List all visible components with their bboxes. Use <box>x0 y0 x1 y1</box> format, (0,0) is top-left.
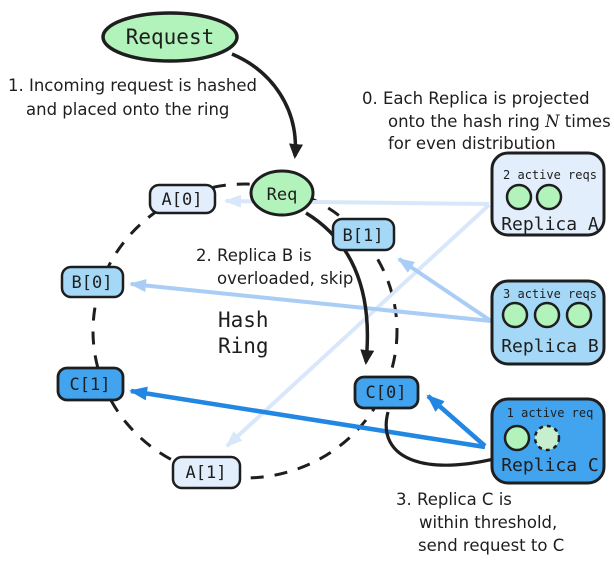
ring-node-a1-label: A[1] <box>186 463 227 483</box>
ring-node-c0-box <box>353 375 420 410</box>
note2-line1: 2. Replica B is <box>196 246 312 265</box>
arrow-replica-a-to-a1 <box>225 203 491 448</box>
active-request-dot <box>501 301 529 329</box>
req-ellipse <box>249 169 315 217</box>
ring-node-a0-label: A[0] <box>162 190 203 210</box>
active-request-dot <box>503 424 531 452</box>
replica-b-card: 3 active reqs Replica B <box>490 279 606 366</box>
ring-node-c0: C[0] <box>353 375 420 410</box>
note1-line1: 1. Incoming request is hashed <box>8 76 257 95</box>
arrow-replica-c-to-c0 <box>426 394 487 448</box>
note2-line2: overloaded, skip <box>217 269 353 288</box>
replica-c-card: 1 active req Replica C <box>490 397 606 485</box>
active-request-dot <box>535 183 563 211</box>
ring-node-a1: A[1] <box>171 455 242 490</box>
ring-node-b1-label: B[1] <box>343 226 384 246</box>
ring-node-a0: A[0] <box>148 183 217 215</box>
hash-ring-label: Hash Ring <box>218 308 269 358</box>
request-node: Request <box>101 11 239 63</box>
req-label: Req <box>267 185 298 205</box>
hash-ring-label-line2: Ring <box>218 334 269 358</box>
replica-a-card: 2 active reqs Replica A <box>490 151 606 237</box>
note0-line2-n-symbol: N <box>544 112 560 131</box>
req-node: Req <box>249 169 315 217</box>
hash-ring-label-line1: Hash <box>218 308 269 332</box>
ring-node-a1-box <box>171 455 242 490</box>
note-replica-projection: 0. Each Replica is projected onto the ha… <box>362 89 611 153</box>
note-replica-b-overloaded: 2. Replica B is overloaded, skip <box>196 246 353 288</box>
note0-line2: onto the hash ring N times <box>388 112 611 131</box>
replica-b-status: 3 active reqs <box>503 287 597 301</box>
replica-a-label: Replica A <box>501 214 599 235</box>
ring-node-c1-label: C[1] <box>70 375 111 395</box>
arrow-replica-b-to-b1 <box>397 257 493 323</box>
arrow-replica-b-to-b0 <box>129 279 492 323</box>
ring-node-b0: B[0] <box>60 265 125 299</box>
replica-b-label: Replica B <box>501 336 599 357</box>
arrow-c0-to-replica-c <box>384 411 519 467</box>
replica-c-label: Replica C <box>501 455 599 476</box>
note0-line2-part3: times <box>560 112 611 131</box>
note0-line2-part1: onto the hash ring <box>388 112 545 131</box>
request-label: Request <box>126 25 215 49</box>
ring-node-b0-box <box>60 265 125 299</box>
note3-line2: within threshold, <box>419 513 557 532</box>
arrow-request-to-req <box>231 52 303 159</box>
active-request-dot <box>505 183 533 211</box>
note-incoming-request: 1. Incoming request is hashed and placed… <box>8 76 257 119</box>
ring-node-c0-label: C[0] <box>366 383 407 403</box>
incoming-request-dot <box>533 424 561 452</box>
replica-a-status: 2 active reqs <box>503 168 597 182</box>
hash-ring-circle <box>91 182 399 480</box>
ring-node-b1-box <box>331 217 396 252</box>
arrow-replica-c-to-c1 <box>129 386 486 450</box>
note0-line3: for even distribution <box>388 134 556 153</box>
ring-node-b0-label: B[0] <box>72 273 113 293</box>
note0-line1: 0. Each Replica is projected <box>362 89 590 108</box>
active-request-dot <box>533 301 561 329</box>
replica-c-status: 1 active req <box>507 406 594 420</box>
note3-line3: send request to C <box>418 536 564 555</box>
ring-node-c1-box <box>56 366 125 402</box>
ring-node-a0-box <box>148 183 217 215</box>
request-ellipse <box>101 11 239 63</box>
ring-node-c1: C[1] <box>56 366 125 402</box>
ring-node-b1: B[1] <box>331 217 396 252</box>
active-request-dot <box>565 301 593 329</box>
arrow-req-to-c0 <box>305 211 375 365</box>
note3-line1: 3. Replica C is <box>396 490 512 509</box>
note1-line2: and placed onto the ring <box>26 100 229 119</box>
note-replica-c-threshold: 3. Replica C is within threshold, send r… <box>396 490 564 555</box>
